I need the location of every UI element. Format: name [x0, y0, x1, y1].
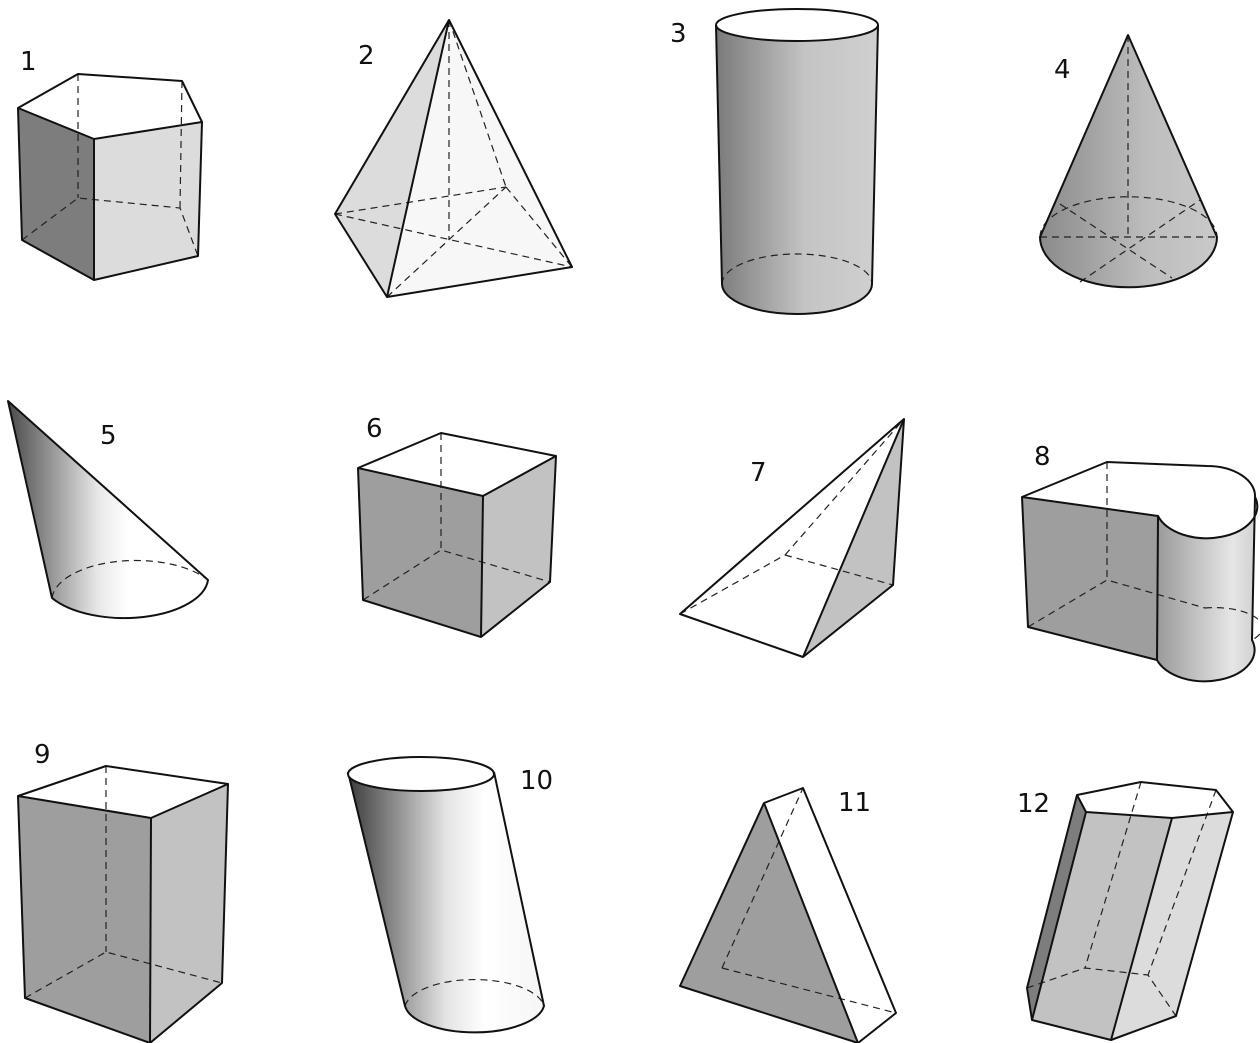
- figure-label-12: 12: [1017, 789, 1050, 819]
- figure-1-pentagonal-prism: 1: [17, 47, 203, 281]
- figure-10-oblique-cylinder: 10: [347, 756, 553, 1034]
- figure-label-7: 7: [750, 458, 767, 488]
- figure-label-10: 10: [520, 766, 553, 796]
- figure-label-3: 3: [670, 19, 687, 49]
- figure-3-cylinder: 3: [670, 8, 879, 315]
- figure-label-2: 2: [358, 41, 375, 71]
- figure-9-rectangular-prism: 9: [17, 740, 229, 1043]
- figure-label-1: 1: [20, 47, 37, 77]
- figure-2-square-pyramid: 2: [334, 19, 573, 298]
- figure-label-11: 11: [838, 788, 871, 818]
- figure-12-hexagonal-prism: 12: [1017, 781, 1234, 1041]
- figure-4-cone: 4: [1039, 34, 1218, 289]
- figure-label-6: 6: [366, 414, 383, 444]
- figure-5-oblique-cone: 5: [7, 400, 209, 620]
- figure-label-8: 8: [1034, 442, 1051, 472]
- figure-7-wedge: 7: [679, 418, 905, 658]
- figure-label-5: 5: [100, 421, 117, 451]
- figure-11-triangular-prism: 11: [679, 787, 897, 1043]
- figure-6-cube: 6: [357, 414, 557, 638]
- figure-label-9: 9: [34, 740, 51, 770]
- figure-label-4: 4: [1054, 55, 1071, 85]
- figure-8-half-round-prism: 8: [1021, 442, 1260, 683]
